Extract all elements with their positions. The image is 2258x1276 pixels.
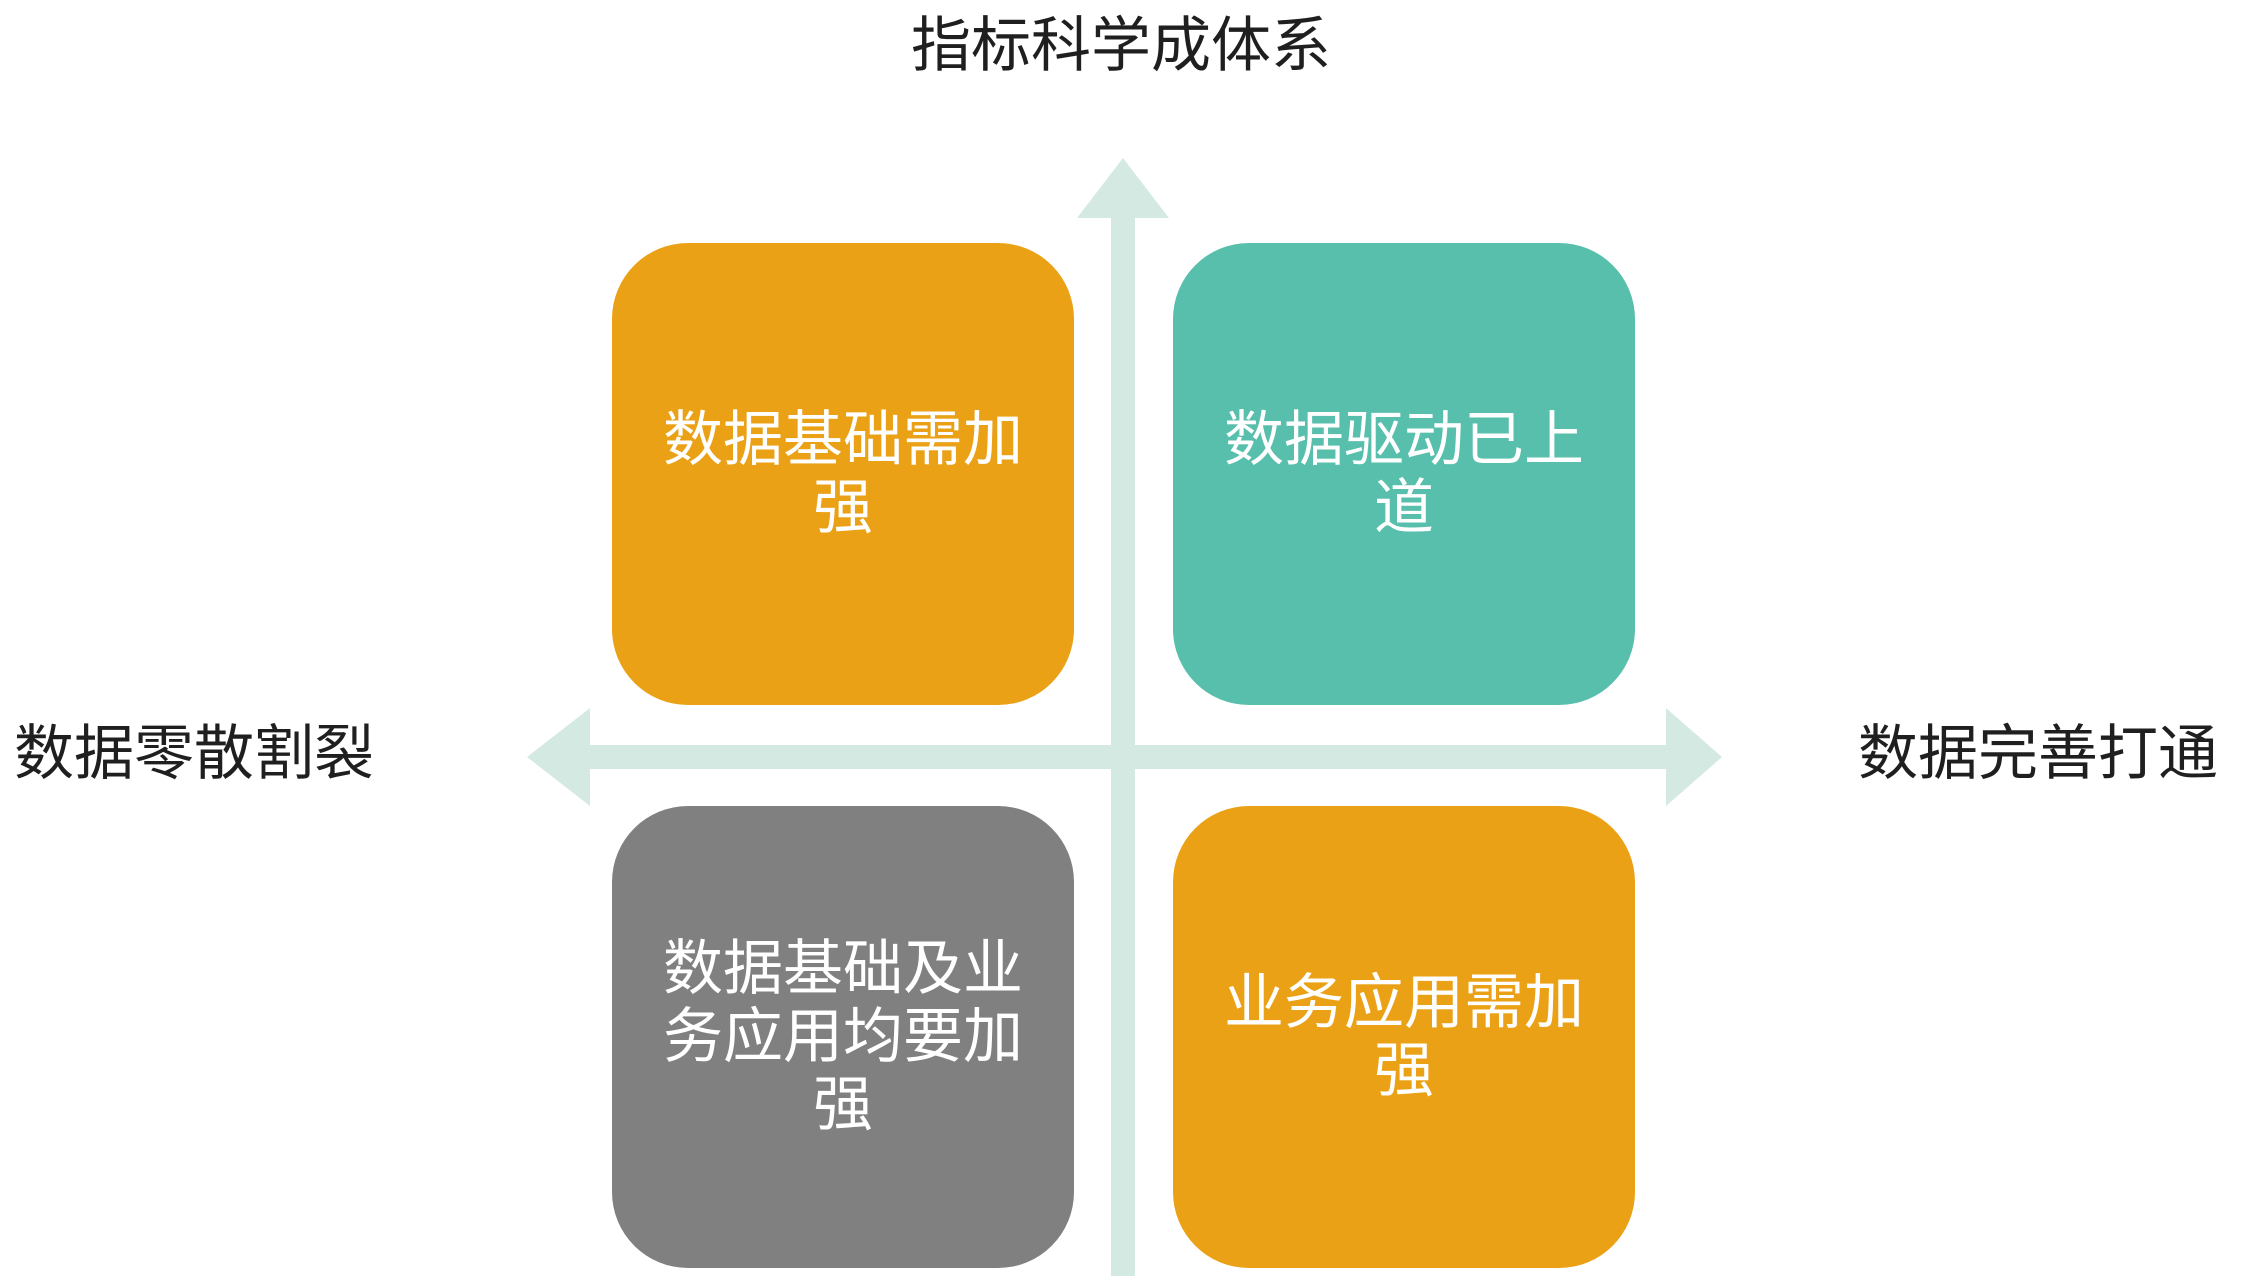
quadrant-bottom-right: 业务应用需加强 xyxy=(1173,806,1635,1268)
axis-label-left: 数据零散割裂 xyxy=(14,719,374,789)
quadrant-bottom-left: 数据基础及业务应用均要加强 xyxy=(612,806,1074,1268)
horizontal-axis-arrow xyxy=(527,708,1722,806)
quadrant-top-left-text: 数据基础需加强 xyxy=(663,405,1023,543)
quadrant-top-right: 数据驱动已上道 xyxy=(1173,243,1635,705)
axis-label-top: 指标科学成体系 xyxy=(911,11,1331,81)
axis-label-right: 数据完善打通 xyxy=(1858,719,2218,789)
quadrant-bottom-right-text: 业务应用需加强 xyxy=(1224,968,1584,1106)
vertical-axis-arrow xyxy=(1077,158,1169,1276)
quadrant-top-left: 数据基础需加强 xyxy=(612,243,1074,705)
quadrant-top-right-text: 数据驱动已上道 xyxy=(1224,405,1584,543)
quadrant-bottom-left-text: 数据基础及业务应用均要加强 xyxy=(663,934,1023,1140)
